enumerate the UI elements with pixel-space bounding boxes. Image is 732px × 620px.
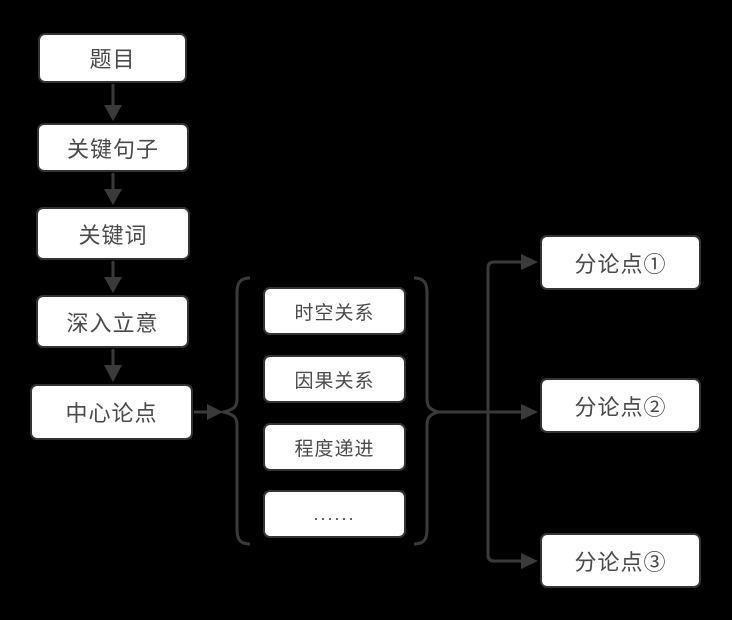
- down-arrow-3: [104, 261, 122, 293]
- right-arrow-central: [194, 404, 223, 420]
- flow-box-keyword: 关键词: [36, 207, 190, 260]
- right-arrowhead-sub1: [521, 254, 538, 270]
- flow-box-degree-progression: 程度递进: [263, 423, 406, 471]
- flow-box-topic: 题目: [38, 33, 187, 83]
- right-arrowhead-sub2: [521, 404, 538, 420]
- flow-box-deepen-conception: 深入立意: [36, 295, 189, 348]
- flow-box-central-argument: 中心论点: [30, 384, 193, 440]
- flow-box-sub-point-2: 分论点②: [540, 378, 701, 433]
- down-arrow-4: [104, 349, 122, 382]
- branch-trunk: [437, 260, 521, 563]
- left-brace: [218, 276, 251, 546]
- flow-box-sub-point-1: 分论点①: [540, 235, 701, 290]
- down-arrow-1: [104, 84, 122, 121]
- right-brace: [413, 276, 443, 546]
- right-arrowhead-sub3: [521, 553, 538, 569]
- flow-box-cause-effect-relation: 因果关系: [263, 355, 406, 403]
- flow-box-sub-point-3: 分论点③: [540, 533, 701, 588]
- flow-box-time-space-relation: 时空关系: [263, 287, 406, 335]
- down-arrow-2: [104, 173, 122, 205]
- flow-box-key-sentence: 关键句子: [37, 123, 189, 172]
- flow-box-ellipsis: ......: [263, 490, 406, 538]
